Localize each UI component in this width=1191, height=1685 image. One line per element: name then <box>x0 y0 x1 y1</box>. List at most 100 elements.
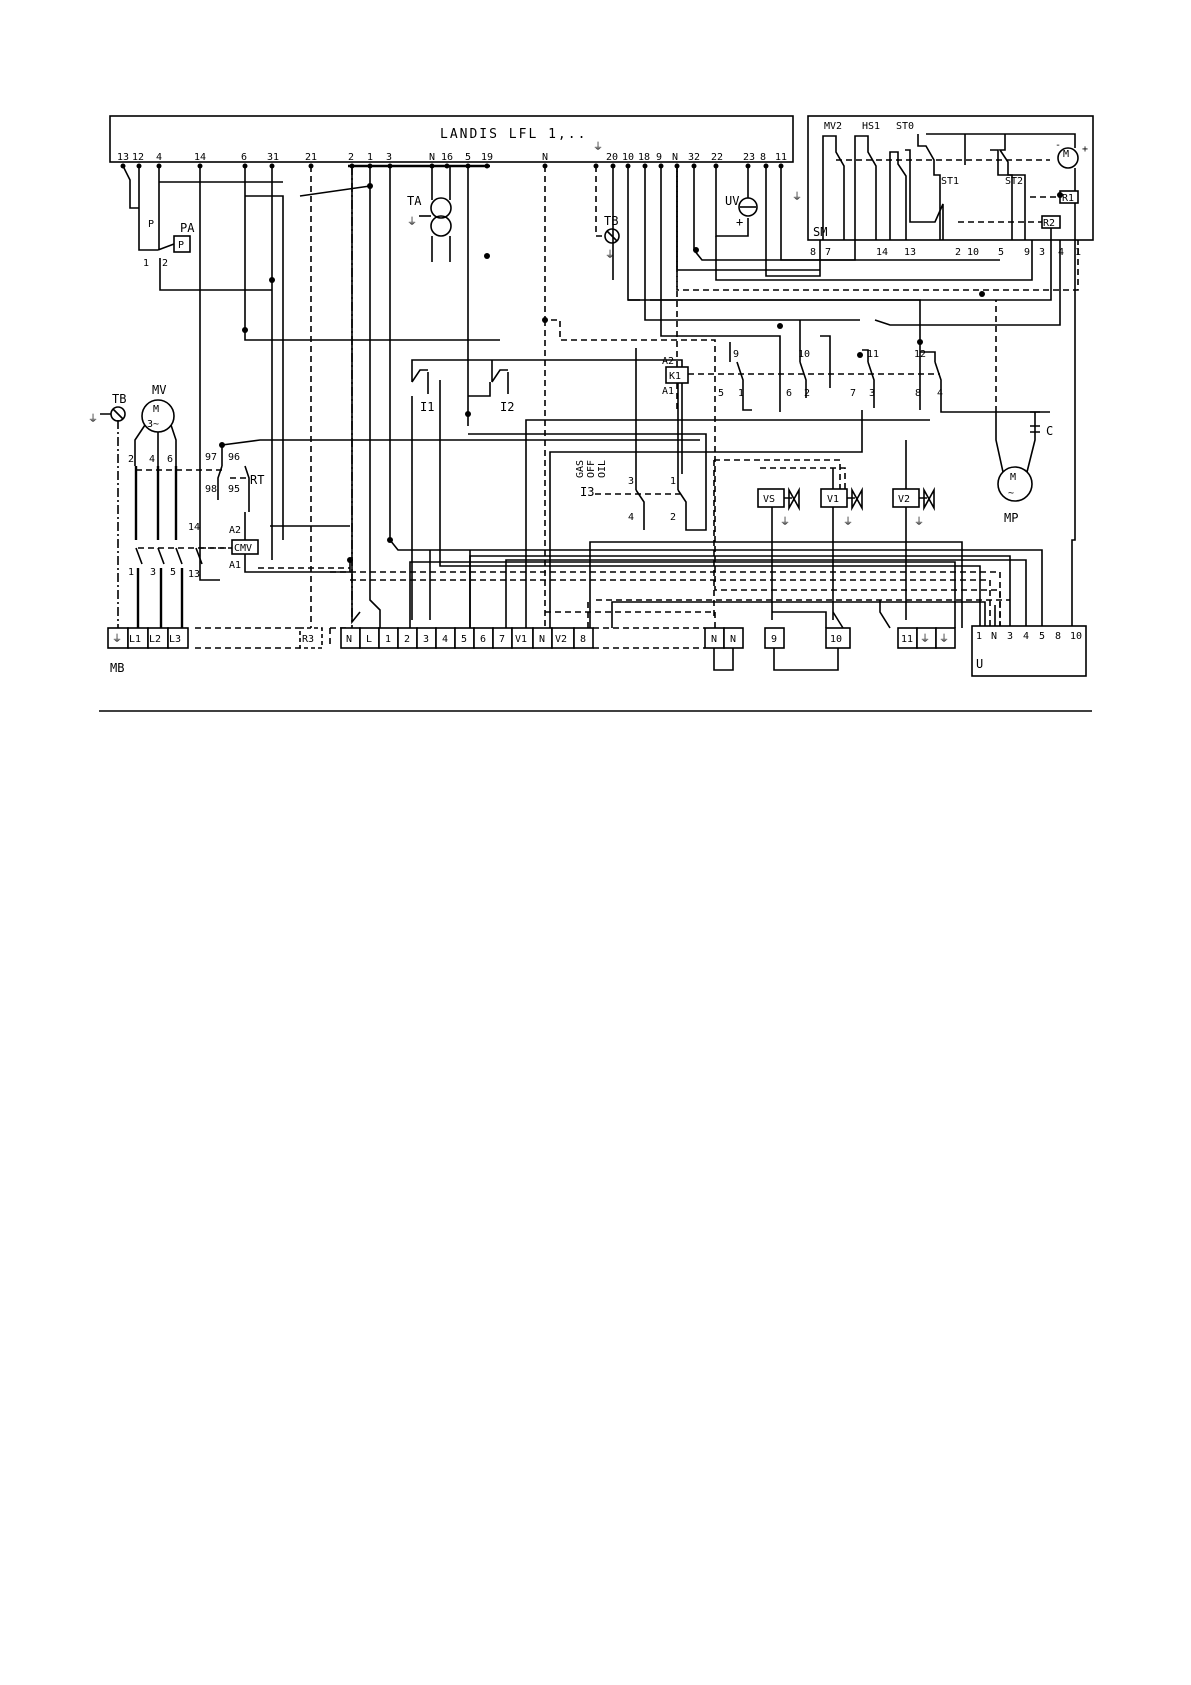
svg-text:N: N <box>711 634 717 645</box>
terminal-label: 20 <box>606 152 618 163</box>
svg-text:3~: 3~ <box>147 419 159 430</box>
svg-text:C: C <box>1046 424 1053 438</box>
svg-text:8: 8 <box>580 634 586 645</box>
svg-text:2: 2 <box>804 388 810 399</box>
switch-i1: I1 <box>411 359 683 620</box>
svg-text:3: 3 <box>423 634 429 645</box>
svg-text:13: 13 <box>188 569 200 580</box>
svg-text:5: 5 <box>998 247 1004 258</box>
svg-text:R3: R3 <box>302 634 314 645</box>
terminal-label: 3 <box>386 152 392 163</box>
svg-text:5: 5 <box>170 567 176 578</box>
svg-text:⏚: ⏚ <box>914 516 924 528</box>
svg-text:U: U <box>976 657 983 671</box>
svg-text:L: L <box>366 634 372 645</box>
terminal-label: 8 <box>760 152 766 163</box>
svg-text:L2: L2 <box>149 634 161 645</box>
svg-text:3: 3 <box>628 476 634 487</box>
svg-text:M: M <box>1010 472 1016 483</box>
terminal-label: 14 <box>194 152 206 163</box>
controller-title: LANDIS LFL 1,.. <box>440 127 587 142</box>
terminal-label: 23 <box>743 152 755 163</box>
svg-text:3: 3 <box>150 567 156 578</box>
svg-text:2: 2 <box>162 258 168 269</box>
svg-text:A2: A2 <box>229 525 241 536</box>
svg-text:TB: TB <box>604 214 618 228</box>
earth-symbol: ⏚ <box>593 141 603 153</box>
sm-motor-symbol <box>1057 147 1079 169</box>
svg-text:A2: A2 <box>662 356 674 367</box>
svg-text:5: 5 <box>461 634 467 645</box>
terminal-label: 5 <box>465 152 471 163</box>
svg-text:I2: I2 <box>500 400 514 414</box>
svg-text:5: 5 <box>1039 631 1045 642</box>
svg-text:4: 4 <box>442 634 448 645</box>
terminal-label: 19 <box>481 152 493 163</box>
svg-text:CMV: CMV <box>234 543 252 554</box>
svg-text:10: 10 <box>1070 631 1082 642</box>
svg-text:5: 5 <box>718 388 724 399</box>
svg-text:N: N <box>539 634 545 645</box>
svg-text:4: 4 <box>937 388 943 399</box>
svg-text:PA: PA <box>180 221 195 235</box>
sm-label: MV2 <box>824 121 842 132</box>
valve-v1: V1 ⏚ <box>820 468 863 620</box>
controller-terminal-labels: 13 12 4 14 6 31 21 2 1 3 N 16 5 19 N 20 … <box>117 152 787 163</box>
svg-text:10: 10 <box>830 634 842 645</box>
svg-text:8: 8 <box>915 388 921 399</box>
relay-k1: K1 A2 A1 9 10 11 12 5 1 6 2 7 3 8 4 <box>662 166 1050 413</box>
svg-text:MP: MP <box>1004 511 1018 525</box>
sm-label: ST0 <box>896 121 914 132</box>
svg-text:4: 4 <box>1023 631 1029 642</box>
svg-text:7: 7 <box>850 388 856 399</box>
svg-text:L1: L1 <box>129 634 141 645</box>
svg-text:⏚: ⏚ <box>605 249 615 261</box>
servomotor-sm: MV2 HS1 ST0 ST1 ST2 SM 8 7 14 13 2 10 5 … <box>792 115 1094 258</box>
svg-text:4: 4 <box>628 512 634 523</box>
svg-text:N: N <box>991 631 997 642</box>
svg-text:2: 2 <box>128 454 134 465</box>
terminal-label: 21 <box>305 152 317 163</box>
svg-text:OIL: OIL <box>597 460 608 478</box>
svg-text:⏚: ⏚ <box>112 633 122 645</box>
svg-text:⏚: ⏚ <box>780 516 790 528</box>
svg-text:11: 11 <box>901 634 913 645</box>
wiring <box>122 165 1079 640</box>
svg-text:I3: I3 <box>580 485 594 499</box>
svg-text:6: 6 <box>167 454 173 465</box>
valve-v2: V2 ⏚ <box>892 440 935 620</box>
uv-flame-sensor: UV + <box>715 166 758 237</box>
svg-text:95: 95 <box>228 484 240 495</box>
svg-text:2: 2 <box>955 247 961 258</box>
svg-text:6: 6 <box>786 388 792 399</box>
terminal-label: N <box>672 152 678 163</box>
svg-text:N: N <box>730 634 736 645</box>
svg-text:1: 1 <box>738 388 744 399</box>
svg-text:4: 4 <box>1058 247 1064 258</box>
svg-text:6: 6 <box>480 634 486 645</box>
contactor-cmv: CMV A2 A1 <box>200 512 351 573</box>
burner-motor-mv: MV M 3~ TB ⏚ 2 4 6 1 3 5 14 13 <box>88 383 230 628</box>
svg-text:⏚: ⏚ <box>843 516 853 528</box>
svg-text:1: 1 <box>143 258 149 269</box>
terminal-label: 6 <box>241 152 247 163</box>
svg-text:M: M <box>153 404 159 415</box>
svg-text:11: 11 <box>867 349 879 360</box>
transformer-ta: TA ⏚ <box>407 166 452 262</box>
svg-text:13: 13 <box>904 247 916 258</box>
terminal-label: 16 <box>441 152 453 163</box>
terminal-label: N <box>429 152 435 163</box>
svg-text:A1: A1 <box>229 560 241 571</box>
terminal-label: N <box>542 152 548 163</box>
svg-text:MB: MB <box>110 661 124 675</box>
terminal-label: 31 <box>267 152 279 163</box>
svg-text:⏚: ⏚ <box>88 413 98 425</box>
sm-label: ST2 <box>1005 176 1023 187</box>
terminal-strip-mb: ⏚ L1 L2 L3 R3 MB N L 1 2 3 4 5 6 7 V1 N … <box>107 625 1087 677</box>
sm-earth: ⏚ <box>792 191 802 203</box>
svg-text:UV: UV <box>725 194 739 208</box>
selector-i3: I3 GAS OFF OIL 3 4 1 2 <box>468 348 707 531</box>
terminal-label: 11 <box>775 152 787 163</box>
svg-text:2: 2 <box>670 512 676 523</box>
